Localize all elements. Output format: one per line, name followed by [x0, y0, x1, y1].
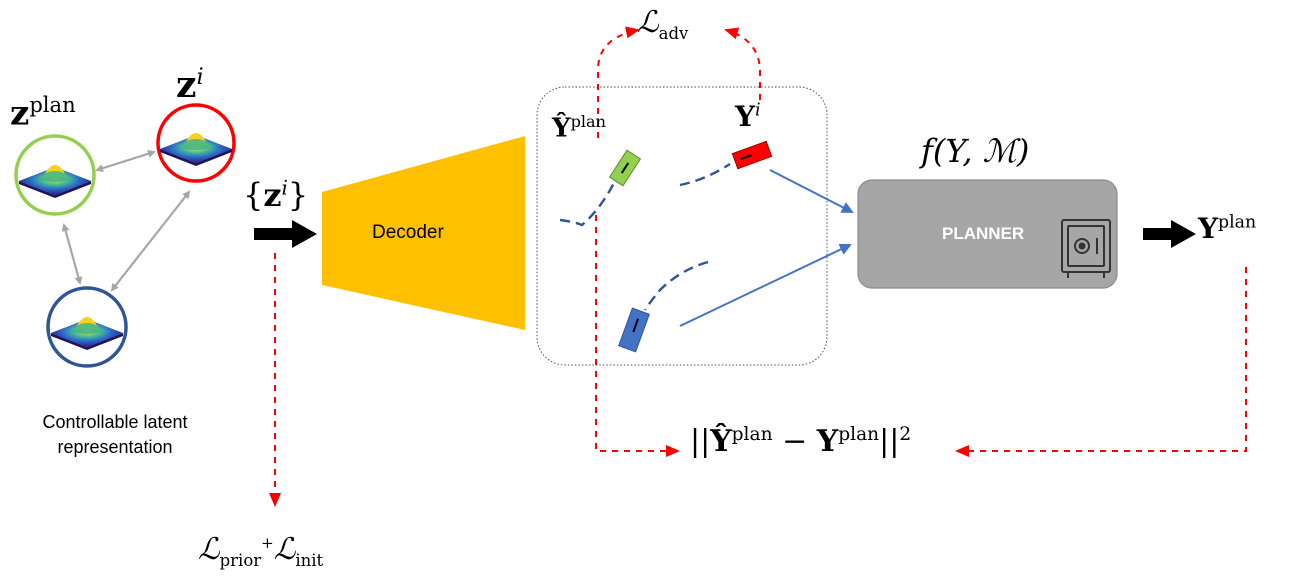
loss-prior-symbol: ℒ — [198, 532, 220, 567]
latent-i-symbol: z — [176, 64, 197, 106]
loss-init-symbol: ℒ — [273, 532, 296, 567]
latent-i-label: zi — [176, 64, 204, 106]
traj-plan-symbol: Ŷ — [552, 113, 571, 144]
trajectory-other — [643, 260, 709, 311]
traj-i-sup: i — [755, 100, 761, 121]
loss-plan-exp: 2 — [899, 424, 912, 445]
connector-plan-other — [61, 223, 83, 285]
planner-block — [857, 179, 1118, 289]
output-sup: plan — [1218, 212, 1257, 233]
traj-plan-sup: plan — [570, 112, 607, 131]
output-symbol: Y — [1198, 212, 1218, 245]
loss-prior-sub: prior — [219, 551, 262, 570]
decoder-input-sup: i — [281, 176, 288, 200]
traj-plan-label: Ŷplan — [552, 112, 606, 144]
safe-icon — [1061, 219, 1111, 278]
planner-function-label: f(Y, ℳ) — [921, 132, 1030, 170]
input-arrow — [254, 220, 317, 248]
connector-i-other — [110, 190, 191, 292]
decoder-input-symbol: z — [263, 176, 282, 214]
decoder-input-open: { — [243, 176, 264, 214]
decoder-input-close: } — [287, 176, 309, 214]
loss-plan-a: Ŷ — [710, 424, 732, 459]
car-i — [731, 140, 773, 170]
trajectory-region — [536, 86, 828, 366]
plan-loss-path-left — [595, 215, 680, 457]
loss-adv-symbol: ℒ — [637, 5, 659, 40]
decoder-block — [322, 136, 525, 330]
car-plan — [608, 149, 642, 187]
latent-caption-line1: Controllable latent — [42, 412, 188, 432]
latent-node-plan — [14, 134, 96, 216]
traj-i-label: Yi — [735, 100, 761, 133]
loss-plan-open: || — [690, 424, 711, 459]
planner-label: PLANNER — [942, 224, 1025, 243]
trajectory-i — [679, 162, 731, 187]
loss-adv-sub: adv — [658, 24, 689, 43]
loss-adv-label: ℒadv — [637, 5, 688, 43]
traj-i-symbol: Y — [735, 100, 755, 133]
adv-loss-path-left — [597, 26, 640, 138]
loss-plan-a-sup: plan — [731, 424, 773, 445]
loss-plan-label: ||Ŷplan − Yplan||2 — [690, 424, 911, 459]
loss-init-sub: init — [295, 551, 324, 570]
latent-plan-sup: plan — [29, 92, 76, 117]
adv-loss-path-right — [724, 27, 761, 100]
connector-plan-i — [95, 149, 156, 173]
loss-plan-close: || — [879, 424, 900, 459]
flow-arrow-i — [769, 169, 854, 213]
latent-caption: Controllable latent representation — [0, 410, 230, 460]
latent-plan-symbol: z — [10, 93, 30, 134]
loss-prior-init-label: ℒprior+ℒinit — [198, 532, 323, 570]
loss-plan-b-sup: plan — [838, 424, 880, 445]
loss-plan-b: Y — [816, 424, 839, 459]
decoder-label: Decoder — [372, 222, 444, 243]
latent-i-sup: i — [196, 64, 204, 90]
flow-arrow-other — [679, 243, 852, 327]
latent-node-other — [46, 286, 128, 368]
plan-loss-path-right — [955, 267, 1247, 457]
loss-plus: + — [261, 534, 274, 552]
loss-plan-minus: − — [782, 424, 808, 459]
trajectory-plan — [559, 169, 622, 227]
latent-plan-label: zplan — [10, 92, 76, 133]
latent-caption-line2: representation — [57, 437, 173, 457]
output-label: Yplan — [1198, 212, 1256, 245]
decoder-input-label: {zi} — [243, 176, 308, 214]
latent-node-i — [156, 103, 236, 183]
output-arrow — [1143, 220, 1196, 248]
car-other — [618, 307, 650, 353]
